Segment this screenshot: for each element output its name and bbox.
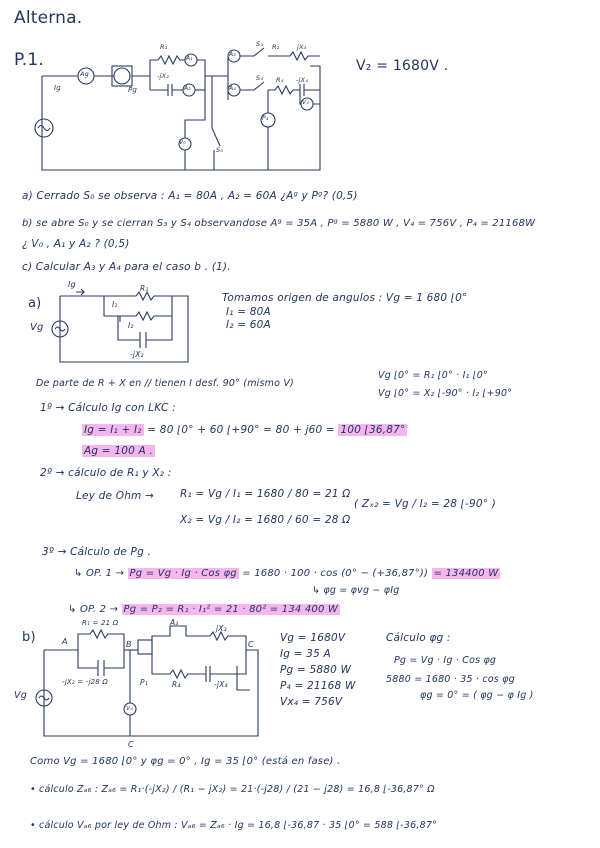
z-eq: ( Zₓ₂ = Vg / I₂ = 28 ⌊-90° ) — [354, 498, 497, 510]
circuit-b — [35, 625, 259, 737]
circ-b-x2: -jX₂ = -j28 Ω — [62, 678, 108, 686]
circ-b-a3: A₃ — [170, 618, 179, 627]
circ-b-c: C — [248, 640, 254, 649]
op1-line: ↳ OP. 1 → Pg = Vg · Ig · Cos φg = 1680 ·… — [74, 568, 501, 579]
ag-result: Ag = 100 A . — [82, 445, 155, 457]
question-b-line1: b) se abre S₀ y se cierran S₃ y S₄ obser… — [22, 218, 536, 229]
step1: 1º → Cálculo Ig con LKC : — [40, 402, 176, 414]
circ-b-x4: -jX₄ — [214, 680, 228, 689]
op1-formula: Pg = Vg · Ig · Cos φg — [127, 568, 239, 579]
eq-r: Vg ⌊0° = R₁ ⌊0° · I₁ ⌊0° — [378, 370, 488, 381]
question-a: a) Cerrado S₀ se observa : A₁ = 80A , A₂… — [22, 190, 358, 202]
op1-calc: = 1680 · 100 · cos (0° − (+36,87°)) — [238, 568, 432, 579]
kcl-lhs: Ig = I₁ + I₂ — [82, 424, 144, 436]
label-s0: S₀ — [216, 146, 224, 154]
given-1: Ig = 35 A — [280, 648, 331, 660]
question-c: c) Calcular A₃ y A₄ para el caso b . (1)… — [22, 261, 231, 273]
phi-l2: 5880 = 1680 · 35 · cos φg — [386, 674, 515, 685]
label-a2: A₂ — [184, 85, 191, 92]
label-pg: Pg — [128, 86, 138, 94]
label-p4: P₄ — [262, 115, 269, 122]
label-s3: S₃ — [256, 40, 264, 48]
step3: 3º → Cálculo de Pg . — [42, 546, 152, 558]
circ-b-x3: jX₃ — [216, 624, 227, 633]
origin-line: Tomamos origen de angulos : Vg = 1 680 ⌊… — [222, 292, 468, 304]
question-b-line2: ¿ V₀ , A₁ y A₂ ? (0,5) — [22, 238, 130, 250]
part-b-label: b) — [22, 630, 36, 645]
label-s4: S₄ — [256, 74, 264, 82]
x2-eq: X₂ = Vg / I₂ = 1680 / 60 = 28 Ω — [180, 514, 351, 526]
given-3: P₄ = 21168 W — [280, 680, 356, 692]
kcl-line: Ig = I₁ + I₂ = 80 ⌊0° + 60 ⌊+90° = 80 + … — [82, 424, 408, 436]
i1-value: I₁ = 80A — [226, 306, 271, 318]
label-v0: V₀ — [179, 139, 186, 146]
op2-result: Pg = P₂ = R₁ · I₁² = 21 · 80² = 134 400 … — [121, 604, 340, 615]
circ-a-r1: R₁ — [140, 284, 149, 293]
circ-a-vg: Vg — [30, 322, 44, 333]
op1-result: = 134400 W — [431, 568, 501, 579]
circ-b-a: A — [62, 637, 68, 646]
page-title: Alterna. — [14, 8, 83, 28]
step2: 2º → cálculo de R₁ y X₂ : — [40, 467, 172, 479]
como-line: Como Vg = 1680 ⌊0° y φg = 0° , Ig = 35 ⌊… — [30, 756, 341, 767]
main-circuit — [34, 47, 321, 171]
source-icon — [34, 118, 54, 138]
given-0: Vg = 1680V — [280, 632, 346, 644]
op2-line: ↳ OP. 2 → Pg = P₂ = R₁ · I₁² = 21 · 80² … — [68, 604, 340, 615]
label-x4: -jX₄ — [296, 76, 309, 84]
phi-l1: Pg = Vg · Ig · Cos φg — [394, 655, 497, 666]
circ-a-x2: -jX₂ — [130, 350, 144, 359]
phi-title: Cálculo φg : — [386, 632, 451, 644]
given-4: Vx₄ = 756V — [280, 696, 343, 708]
circ-b-b: B — [126, 640, 132, 649]
circ-b-p1: P₁ — [140, 678, 148, 687]
given-2: Pg = 5880 W — [280, 664, 352, 676]
label-r4: R₄ — [276, 76, 284, 84]
circ-a-i1: I₁ — [112, 300, 118, 309]
kcl-mid: = 80 ⌊0° + 60 ⌊+90° = 80 + j60 = — [143, 424, 339, 436]
label-a1: A₁ — [186, 55, 193, 62]
circ-a-i2: I₂ — [128, 321, 134, 330]
source-vg-b-icon — [35, 689, 53, 707]
i2-value: I₂ = 60A — [226, 319, 271, 331]
label-r1: R₁ — [160, 43, 168, 51]
op2-label: ↳ OP. 2 → — [68, 604, 122, 615]
circ-a-ig: Ig — [68, 280, 76, 289]
r1-eq: R₁ = Vg / I₁ = 1680 / 80 = 21 Ω — [180, 488, 351, 500]
problem-label: P.1. — [14, 50, 45, 70]
source-vg-icon — [51, 320, 69, 338]
circ-b-c-bottom: C — [128, 740, 134, 749]
label-ig: Ig — [54, 84, 61, 92]
wattmeter-pg-icon — [113, 67, 131, 85]
circ-b-r4: R₄ — [172, 680, 181, 689]
circ-b-vg: Vg — [14, 690, 27, 701]
part-a-label: a) — [28, 296, 42, 311]
label-r2: R₂ — [272, 43, 280, 51]
label-ag: Ag — [80, 70, 89, 78]
eq-x: Vg ⌊0° = X₂ ⌊-90° · I₂ ⌊+90° — [378, 388, 513, 399]
phi-eq: ↳ φg = φvg − φIg — [312, 585, 400, 596]
label-x3: jX₃ — [297, 43, 307, 51]
circ-b-v4: V₄ — [126, 705, 133, 712]
label-v4: V₄ — [302, 99, 309, 106]
label-x2: -jX₂ — [157, 72, 170, 80]
zab-line: • cálculo Zₐ₆ : Zₐ₆ = R₁·(-jX₂) / (R₁ − … — [30, 784, 435, 795]
circ-b-r1: R₁ = 21 Ω — [82, 619, 119, 627]
label-a3: A₃ — [229, 51, 236, 58]
ag-result-line: Ag = 100 A . — [82, 445, 155, 457]
vr-value: V₂ = 1680V . — [356, 58, 449, 74]
parallel-note: De parte de R + X en // tienen I desf. 9… — [36, 378, 294, 389]
kcl-result: 100 ⌊36,87° — [338, 424, 408, 436]
circuit-a — [51, 288, 189, 363]
vab-line: • cálculo Vₐ₆ por ley de Ohm : Vₐ₆ = Zₐ₆… — [30, 820, 438, 831]
label-a4: A₄ — [229, 85, 236, 92]
op1-label: ↳ OP. 1 → — [74, 568, 128, 579]
phi-l3: φg = 0° = ( φg − φ Ig ) — [420, 690, 534, 701]
ohm-law: Ley de Ohm → — [76, 490, 155, 502]
